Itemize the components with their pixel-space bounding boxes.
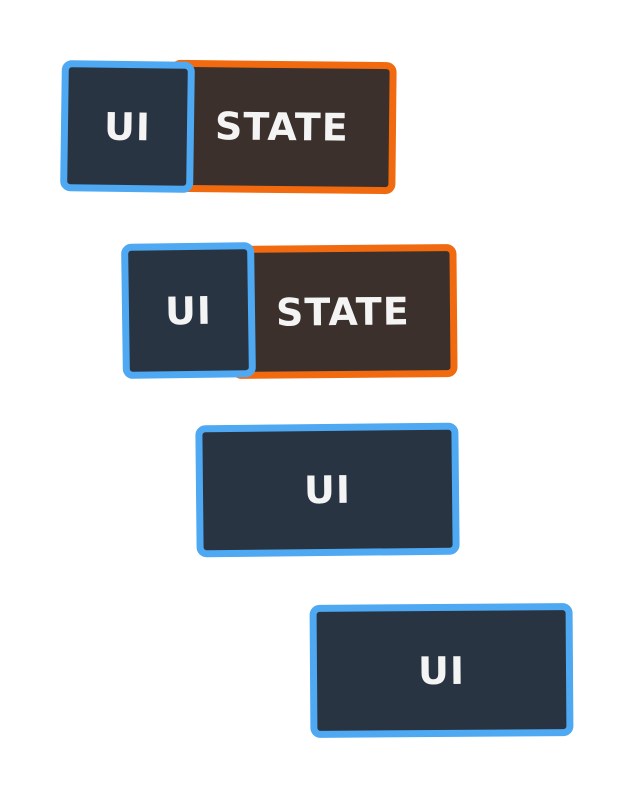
state-label-1: STATE	[214, 104, 349, 150]
ui-box-4: UI	[309, 603, 574, 738]
state-box-1: STATE	[169, 59, 397, 195]
ui-box-2: UI	[121, 242, 256, 379]
ui-label-3: UI	[303, 467, 352, 513]
state-box-2: STATE	[230, 244, 458, 379]
ui-label-4: UI	[417, 648, 466, 693]
ui-box-3: UI	[195, 422, 460, 558]
state-label-2: STATE	[275, 288, 410, 335]
ui-label-1: UI	[103, 104, 152, 149]
ui-box-1: UI	[60, 60, 195, 193]
ui-label-2: UI	[164, 288, 213, 333]
